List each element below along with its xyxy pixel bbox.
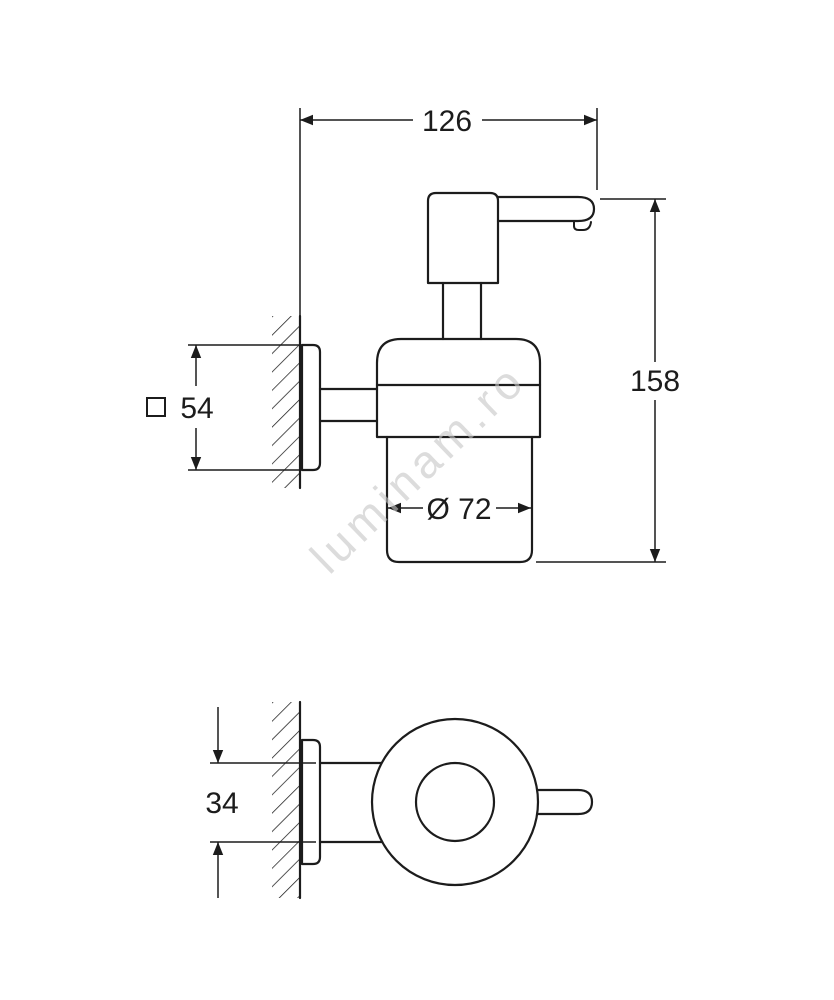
- pump-spout: [496, 195, 596, 223]
- wall-hatch-plan: [272, 702, 300, 898]
- glass-bottle: [385, 435, 534, 564]
- arrow-54-top: [190, 345, 202, 358]
- arrow-158-top: [649, 199, 661, 212]
- linework: [272, 191, 596, 900]
- square-symbol: [146, 397, 166, 417]
- arrow-72-left: [388, 502, 401, 514]
- dimension-arrows: [190, 114, 661, 855]
- arrow-126-left: [300, 114, 313, 126]
- label-holder-width: 34: [205, 787, 238, 820]
- watermark: luminam.ro: [300, 353, 536, 583]
- arrow-126-right: [584, 114, 597, 126]
- spout-outlet: [573, 220, 592, 231]
- rosette-side: [300, 343, 322, 472]
- arrow-34-top: [212, 750, 224, 763]
- arrow-72-right: [518, 502, 531, 514]
- dim-overall-height: [536, 198, 666, 563]
- plan-view: [272, 700, 594, 900]
- dim-overall-width: [299, 108, 598, 316]
- dimension-labels: 126 158 54 Ø 72 34: [180, 105, 680, 820]
- arrow-54-bottom: [190, 457, 202, 470]
- label-overall-width: 126: [422, 105, 472, 138]
- arrow-34-bottom: [212, 842, 224, 855]
- rosette-plan: [300, 738, 322, 866]
- label-glass-diameter: Ø 72: [426, 493, 491, 526]
- pump-head: [426, 191, 500, 285]
- arrow-158-bottom: [649, 549, 661, 562]
- label-rosette-size: 54: [180, 392, 213, 425]
- holder-ring: [375, 337, 542, 439]
- wall-hatch-side: [272, 316, 300, 488]
- holder-ring-plan: [370, 717, 540, 887]
- pump-collar-plan: [414, 761, 496, 843]
- label-overall-height: 158: [630, 365, 680, 398]
